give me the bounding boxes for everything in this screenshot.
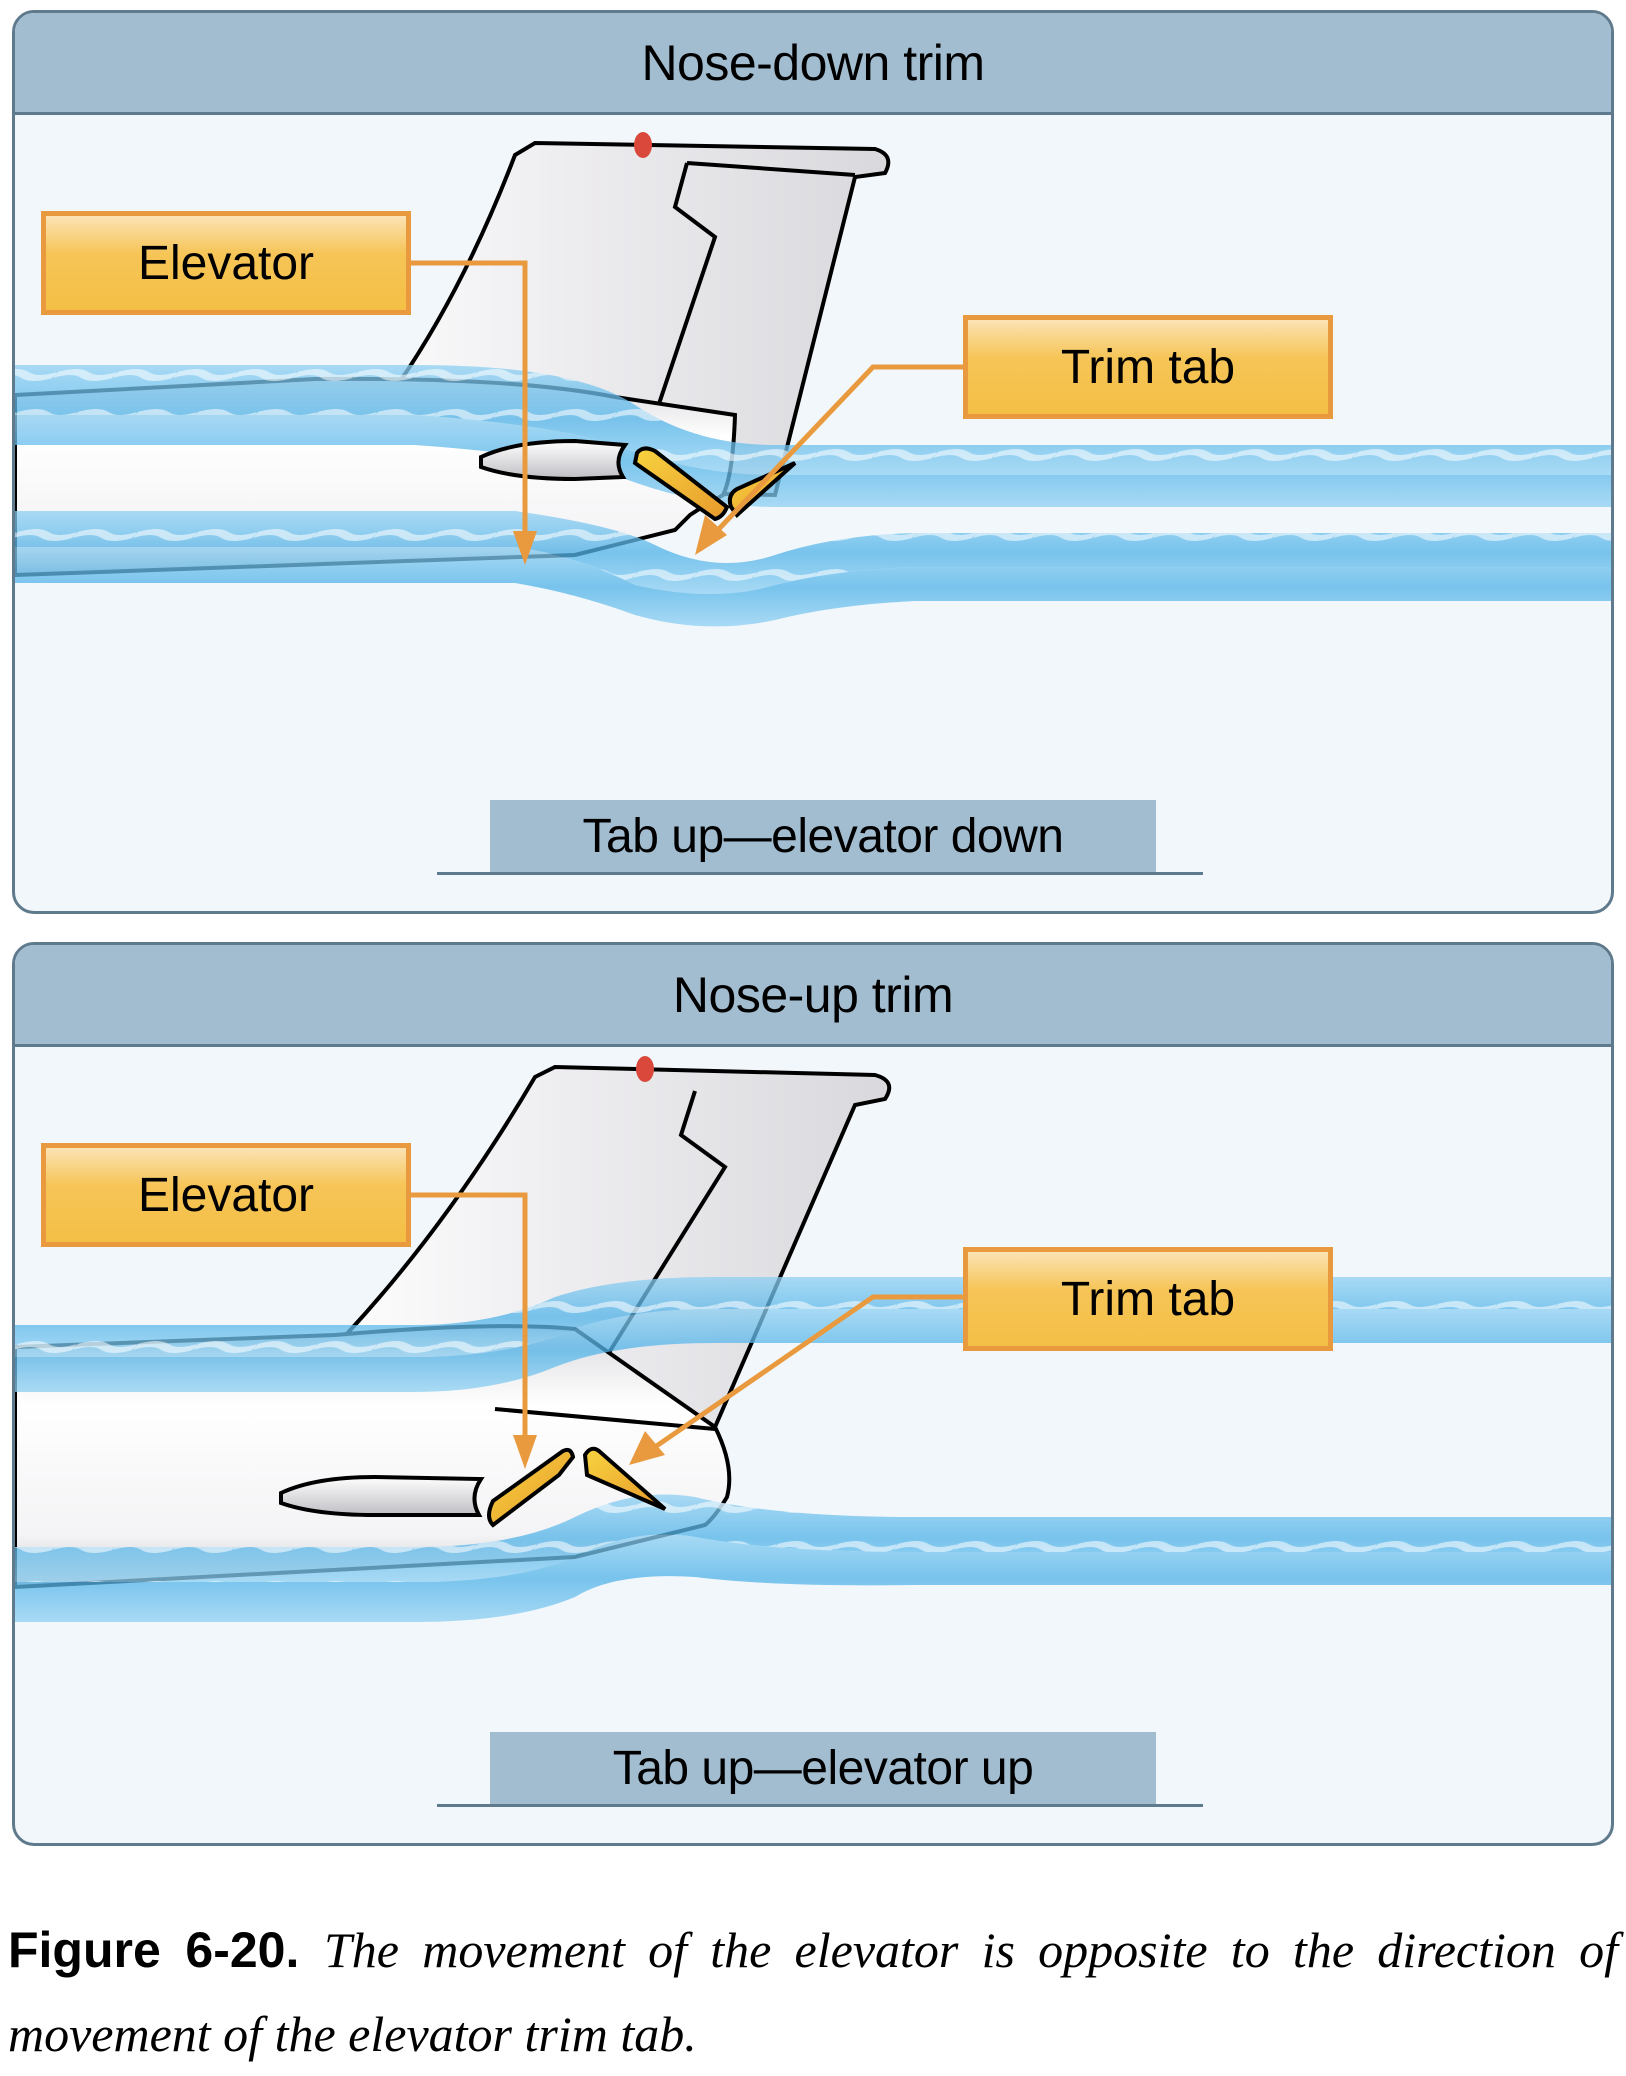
elevator-label: Elevator (41, 1143, 411, 1247)
rudder-hinge (686, 161, 856, 177)
tail-illustration (15, 132, 1611, 627)
tail-illustration (15, 1056, 1611, 1622)
elevator-leader-line (411, 260, 528, 545)
deflection-caption-bar: Tab up—elevator up (490, 1732, 1156, 1804)
airflow-lower-2 (15, 547, 1611, 627)
elevator-leader-line (411, 1192, 528, 1447)
trim-tab-leader-line (713, 364, 963, 535)
panel-title: Nose-down trim (641, 34, 985, 91)
deflection-caption: Tab up—elevator down (582, 809, 1064, 863)
trim-tab-label-text: Trim tab (1060, 340, 1236, 394)
elevator-surface (632, 446, 730, 522)
trim-tab-arrowhead (629, 1431, 665, 1465)
elevator-label: Elevator (41, 211, 411, 315)
panel-header: Nose-down trim (15, 13, 1611, 115)
airflow-upper-2 (15, 415, 1611, 507)
elevator-surface (487, 1447, 576, 1528)
panel-title: Nose-up trim (672, 966, 954, 1023)
airflow-lower-2 (15, 1534, 1611, 1622)
figure-description: The movement of the elevator is opposite… (8, 1922, 1619, 2062)
tail-scene: Elevator Trim tab Tab up—elevator down (15, 115, 1611, 911)
beacon-light (636, 1056, 654, 1082)
beacon-light (634, 132, 652, 158)
elevator-arrowhead (513, 531, 537, 565)
leader-lines (411, 260, 963, 565)
panel-header: Nose-up trim (15, 945, 1611, 1047)
trim-tab-label-text: Trim tab (1060, 1272, 1236, 1326)
rudder-hinge (494, 1407, 716, 1431)
figure-caption: Figure 6-20. The movement of the elevato… (8, 1908, 1618, 2076)
trim-tab-label: Trim tab (963, 315, 1333, 419)
deflection-caption: Tab up—elevator up (612, 1741, 1034, 1795)
caption-divider (437, 872, 1203, 875)
panel-nose-down-trim: Nose-down trim (12, 10, 1614, 914)
trim-tab-label: Trim tab (963, 1247, 1333, 1351)
figure-number: Figure 6-20. (8, 1922, 300, 1978)
leader-lines (411, 1192, 963, 1469)
panel-nose-up-trim: Nose-up trim Elevator (12, 942, 1614, 1846)
trim-tab-surface (582, 1446, 667, 1511)
elevator-label-text: Elevator (137, 1168, 315, 1222)
horizontal-stabilizer (279, 1474, 485, 1517)
elevator-arrowhead (513, 1435, 537, 1469)
deflection-caption-bar: Tab up—elevator down (490, 800, 1156, 872)
trim-tab-arrowhead (695, 515, 727, 555)
tail-scene: Elevator Trim tab Tab up—elevator up (15, 1047, 1611, 1843)
trim-tab-leader-line (653, 1294, 963, 1450)
caption-divider (437, 1804, 1203, 1807)
rudder-outline (623, 162, 718, 506)
elevator-label-text: Elevator (137, 236, 315, 290)
